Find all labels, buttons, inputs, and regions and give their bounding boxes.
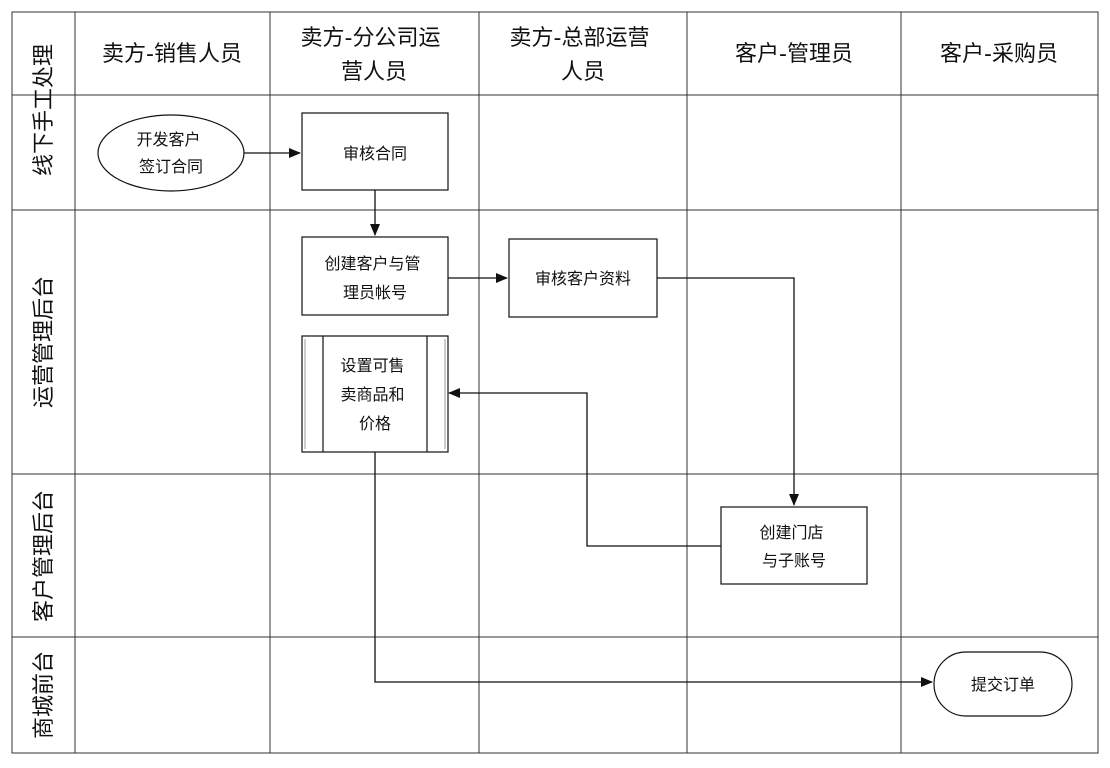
lane-label-storefront: 商城前台: [32, 651, 57, 739]
connector-create-store-to-set-products: [448, 388, 721, 547]
node-develop-customer: 开发客户 签订合同: [97, 114, 245, 192]
svg-text:开发客户 签订合同: 开发客户 签订合同: [136, 130, 205, 176]
predefined-process-box: [301, 335, 449, 453]
node-submit-order: 提交订单: [933, 651, 1073, 717]
node-create-store-subaccount: 创建门店 与子账号: [720, 506, 868, 585]
process-box: [508, 238, 658, 318]
column-header-seller-hq-ops: 卖方-总部运营 人员: [510, 26, 657, 85]
node-review-customer-info: 审核客户资料: [508, 238, 658, 318]
nodes: 开发客户 签订合同 审核合同 创建客户与管 理员帐号 审核客户资料: [97, 112, 1073, 717]
connector-set-products-to-submit-order: [374, 452, 933, 687]
node-review-contract: 审核合同: [301, 112, 449, 191]
svg-text:提交订单: 提交订单: [971, 675, 1035, 694]
connector-review-info-to-create-store: [657, 277, 799, 506]
lane-label-offline: 线下手工处理: [32, 44, 57, 176]
svg-text:创建门店 与子账号: 创建门店 与子账号: [759, 523, 828, 570]
node-create-accounts: 创建客户与管 理员帐号: [301, 236, 449, 316]
column-header-customer-buyer: 客户-采购员: [940, 42, 1058, 67]
lane-labels: 线下手工处理 运营管理后台 客户管理后台 商城前台: [32, 44, 57, 739]
column-headers: 卖方-销售人员 卖方-分公司运 营人员 卖方-总部运营 人员 客户-管理员 客户…: [102, 26, 1058, 85]
node-set-products-prices: 设置可售 卖商品和 价格: [301, 335, 449, 453]
column-header-seller-sales: 卖方-销售人员: [102, 42, 242, 67]
svg-text:审核合同: 审核合同: [343, 144, 407, 163]
process-box: [720, 506, 868, 585]
svg-text:创建客户与管 理员帐号: 创建客户与管 理员帐号: [324, 254, 425, 302]
terminal-shape: [933, 651, 1073, 717]
process-box: [301, 112, 449, 191]
svg-text:审核客户资料: 审核客户资料: [535, 269, 631, 288]
ellipse-shape: [97, 114, 245, 192]
lane-label-ops-backend: 运营管理后台: [32, 276, 57, 408]
connectors: [244, 148, 933, 687]
column-header-seller-branch-ops: 卖方-分公司运 营人员: [301, 26, 448, 85]
svg-text:设置可售 卖商品和 价格: 设置可售 卖商品和 价格: [340, 356, 409, 433]
column-header-customer-admin: 客户-管理员: [735, 42, 853, 67]
lane-label-customer-backend: 客户管理后台: [32, 490, 57, 622]
grid: [11, 11, 1099, 754]
process-box: [301, 236, 449, 316]
